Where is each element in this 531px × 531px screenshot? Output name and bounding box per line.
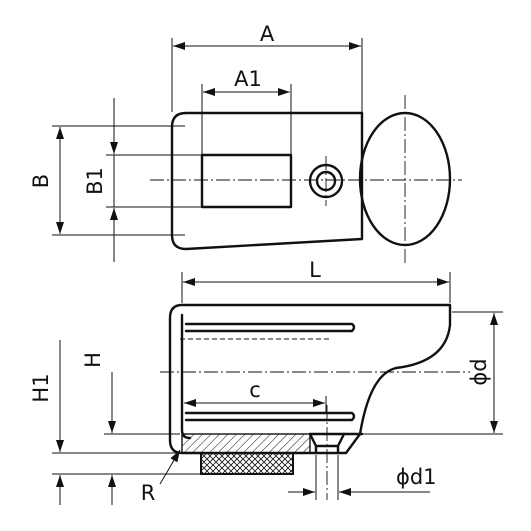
dim-B1-label: B1: [83, 167, 107, 195]
dim-d-label: ϕd: [467, 358, 491, 385]
dim-R-label: R: [141, 481, 156, 505]
top-view: A A1 B B1: [29, 22, 462, 265]
side-view-bottom-slot: [184, 411, 356, 422]
side-view-hatched-base: [181, 433, 311, 454]
dim-A1-label: A1: [234, 67, 262, 91]
side-view-knurled-pad: [200, 452, 294, 475]
dim-B-label: B: [29, 174, 53, 188]
dim-R-leader: [159, 449, 181, 485]
side-view: L ϕd c H H1 ϕd1 R: [29, 258, 503, 505]
top-view-body-outline: [170, 111, 364, 251]
dim-c-label: c: [249, 378, 261, 402]
side-view-top-slot: [184, 322, 356, 333]
dim-A-label: A: [260, 22, 275, 46]
top-view-slot: [200, 153, 293, 209]
dim-H-label: H: [81, 352, 105, 368]
side-view-body-outline: [168, 303, 452, 455]
dim-H1-label: H1: [29, 373, 53, 402]
dim-L-label: L: [309, 258, 321, 282]
dim-d1-label: ϕd1: [396, 465, 437, 489]
